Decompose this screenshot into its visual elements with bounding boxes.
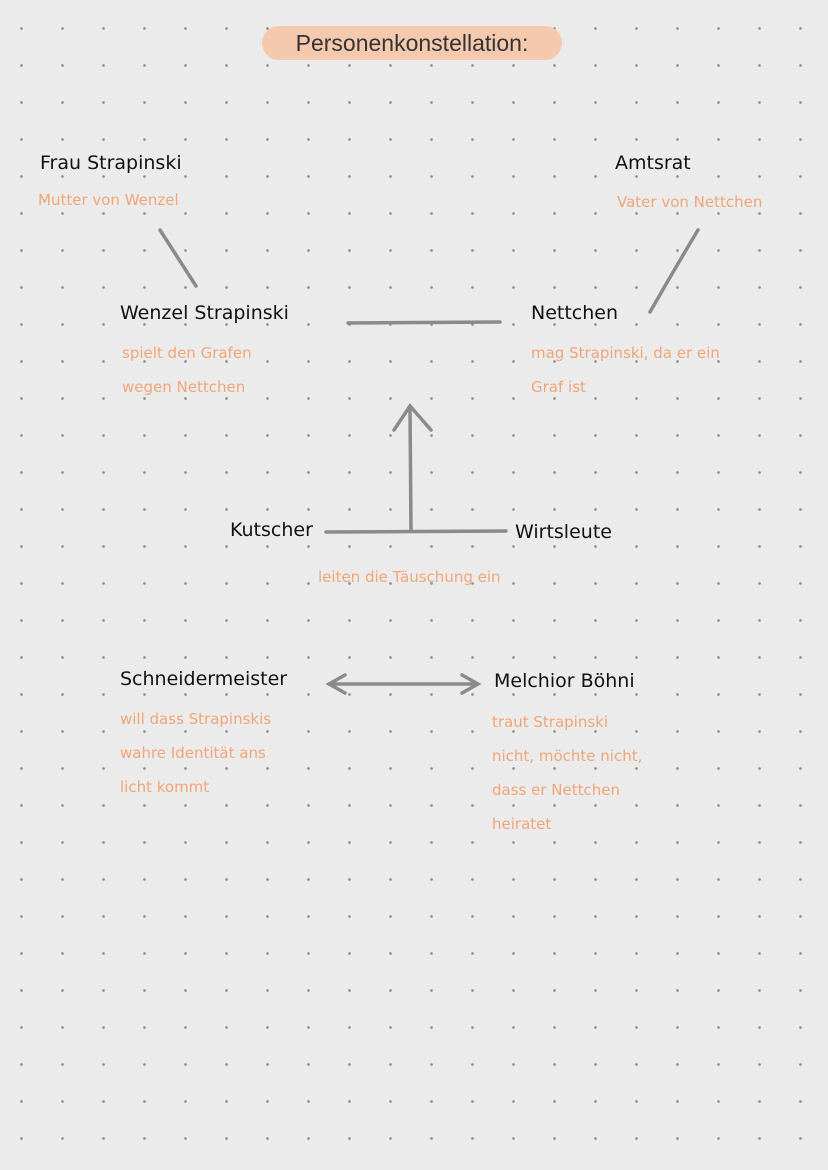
right-arrowhead bbox=[460, 673, 482, 695]
amtsrat-name: Amtsrat bbox=[615, 152, 691, 174]
melchior-description: traut Strapinski nicht, möchte nicht, da… bbox=[492, 713, 643, 833]
wenzel-description: spielt den Grafen wegen Nettchen bbox=[122, 344, 252, 396]
wirtsleute-name: Wirtsleute bbox=[515, 521, 612, 543]
schneidermeister-description: will dass Strapinskis wahre Identität an… bbox=[120, 710, 272, 796]
nettchen-name: Nettchen bbox=[531, 302, 619, 324]
left-arrowhead bbox=[325, 673, 347, 695]
wenzel-name: Wenzel Strapinski bbox=[120, 302, 289, 324]
kutscher-wirtsleute-connector bbox=[324, 529, 508, 534]
kutscher-name: Kutscher bbox=[230, 519, 313, 541]
schneidermeister-name: Schneidermeister bbox=[120, 668, 288, 690]
frau-wenzel-connector bbox=[158, 228, 198, 288]
melchior-name: Melchior Böhni bbox=[494, 670, 635, 692]
amtsrat-description: Vater von Nettchen bbox=[617, 193, 763, 211]
kutscher-wirtsleute-note: leiten die Täuschung ein bbox=[318, 568, 501, 586]
frau-strapinski-name: Frau Strapinski bbox=[40, 152, 182, 174]
nettchen-description: mag Strapinski, da er ein Graf ist bbox=[531, 344, 720, 396]
page-title: Personenkonstellation: bbox=[262, 26, 562, 60]
frau-strapinski-description: Mutter von Wenzel bbox=[38, 191, 179, 209]
influence-arrowhead bbox=[392, 403, 433, 432]
wenzel-nettchen-connector bbox=[346, 320, 502, 325]
influence-arrow-shaft bbox=[408, 406, 413, 532]
amtsrat-nettchen-connector bbox=[648, 228, 700, 314]
